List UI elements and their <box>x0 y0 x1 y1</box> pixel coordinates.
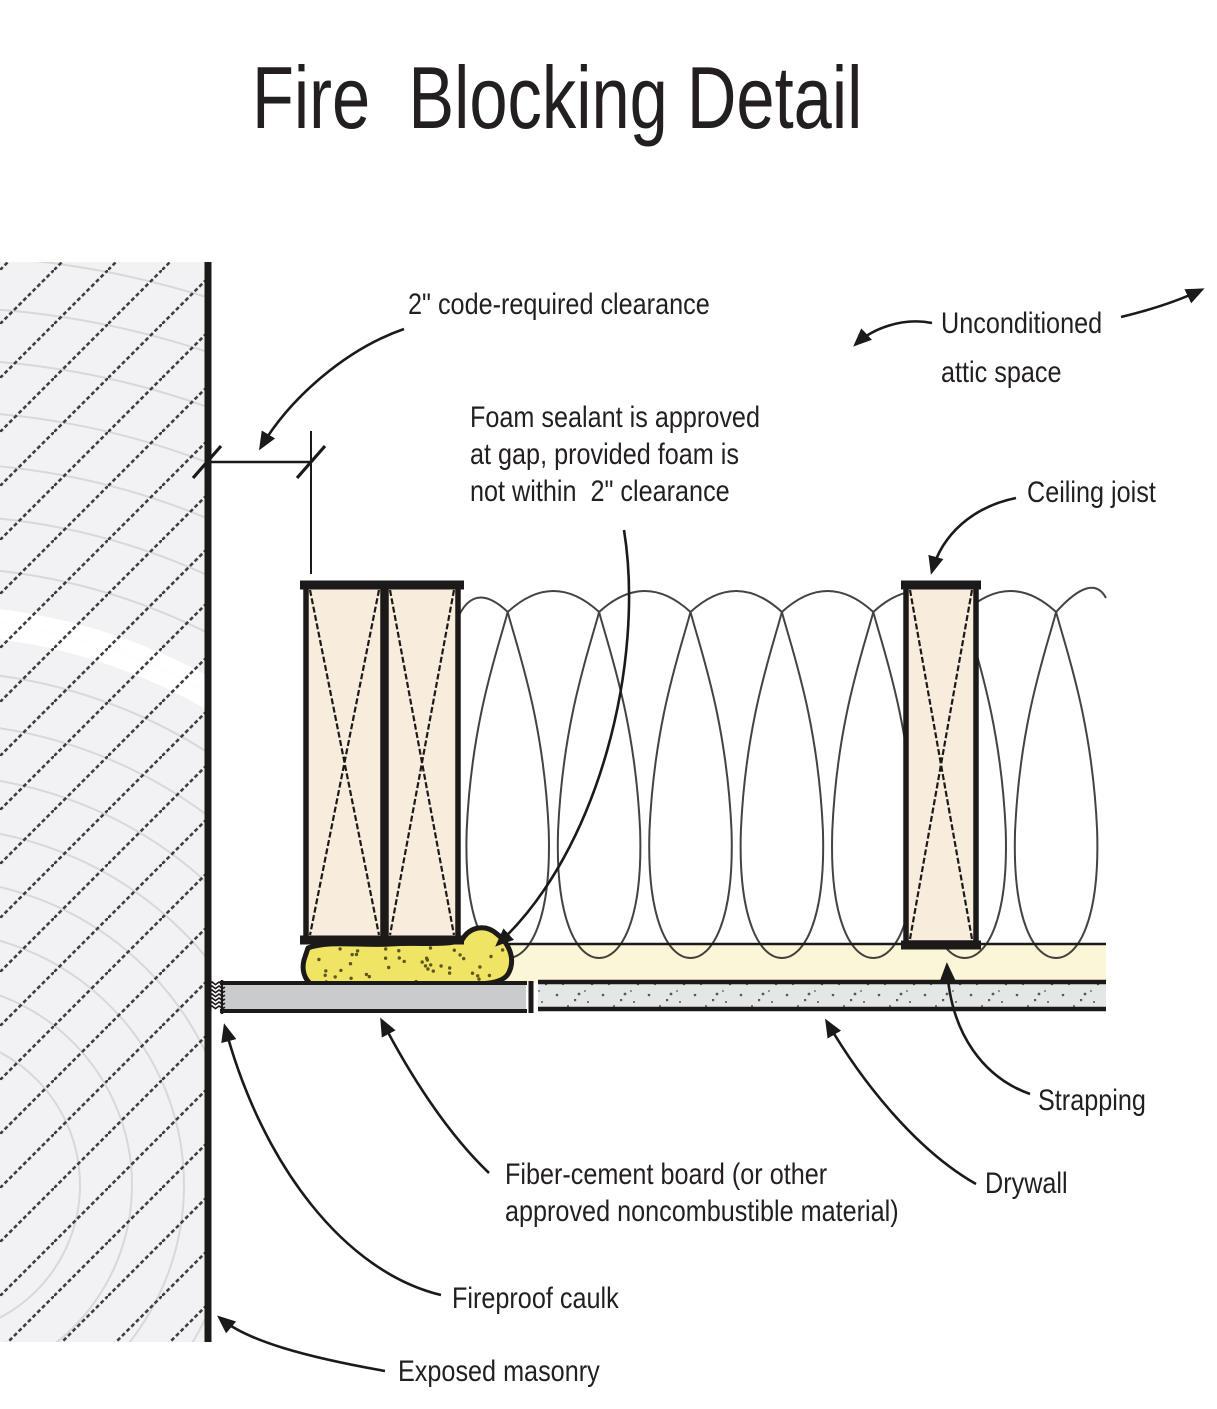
arrow-attic-right <box>1120 288 1205 319</box>
dimension-2in-clearance <box>191 431 327 574</box>
arrow-to-caulk <box>221 1023 442 1297</box>
label-exposed-masonry: Exposed masonry <box>398 1355 600 1388</box>
arrow-to-fiber-board <box>380 1017 490 1174</box>
wall-hatch <box>0 262 207 1342</box>
joist-plates <box>300 580 464 945</box>
label-foam-line3: not within 2" clearance <box>470 475 730 508</box>
label-fireproof-caulk: Fireproof caulk <box>452 1282 619 1315</box>
label-attic: Unconditioned attic space <box>941 299 1102 397</box>
label-clearance: 2" code-required clearance <box>408 288 710 321</box>
drywall-speckle <box>538 983 1106 1008</box>
label-foam-line1: Foam sealant is approved <box>470 401 760 434</box>
label-fiber-line2: approved noncombustible material) <box>505 1195 899 1228</box>
fiber-board-edges <box>220 981 527 1013</box>
label-strapping: Strapping <box>1038 1084 1146 1117</box>
label-fiber-line1: Fiber-cement board (or other <box>505 1158 828 1191</box>
label-attic-line2: attic space <box>941 356 1062 389</box>
arrow-to-foam <box>495 529 631 947</box>
leader-arrows <box>217 288 1205 1373</box>
fiber-cement-board <box>220 980 527 1014</box>
dimension-tick-left <box>191 444 223 480</box>
fiber-board-fill <box>224 984 526 1010</box>
arrow-to-drywall <box>825 1018 977 1186</box>
arrow-to-ceiling-joist <box>928 496 1017 575</box>
insulation-band <box>505 944 1106 983</box>
drywall-edges <box>538 979 1106 1012</box>
arrow-to-masonry <box>217 1315 386 1373</box>
label-attic-line1: Unconditioned <box>941 307 1103 340</box>
foam-dots <box>317 946 505 984</box>
joist-cross-bracing <box>308 589 456 936</box>
label-fiber-board: Fiber-cement board (or other approved non… <box>505 1156 899 1230</box>
ceiling-joist <box>901 580 981 950</box>
label-ceiling-joist: Ceiling joist <box>1027 476 1156 509</box>
drywall-board <box>538 979 1106 1012</box>
insulation-batts <box>450 586 1107 960</box>
ceiling-joist-plates <box>901 580 981 950</box>
label-drywall: Drywall <box>985 1167 1068 1200</box>
caulk-squiggle <box>208 981 226 1010</box>
ceiling-joist-body <box>903 583 979 946</box>
label-foam-line2: at gap, provided foam is <box>470 438 739 471</box>
arrow-attic-left <box>853 320 933 347</box>
arrow-to-strapping <box>939 962 1031 1096</box>
label-foam: Foam sealant is approved at gap, provided… <box>470 399 760 510</box>
double-joist <box>300 580 464 945</box>
page-title: Fire Blocking Detail <box>252 48 863 147</box>
arrow-to-clearance <box>259 327 405 451</box>
